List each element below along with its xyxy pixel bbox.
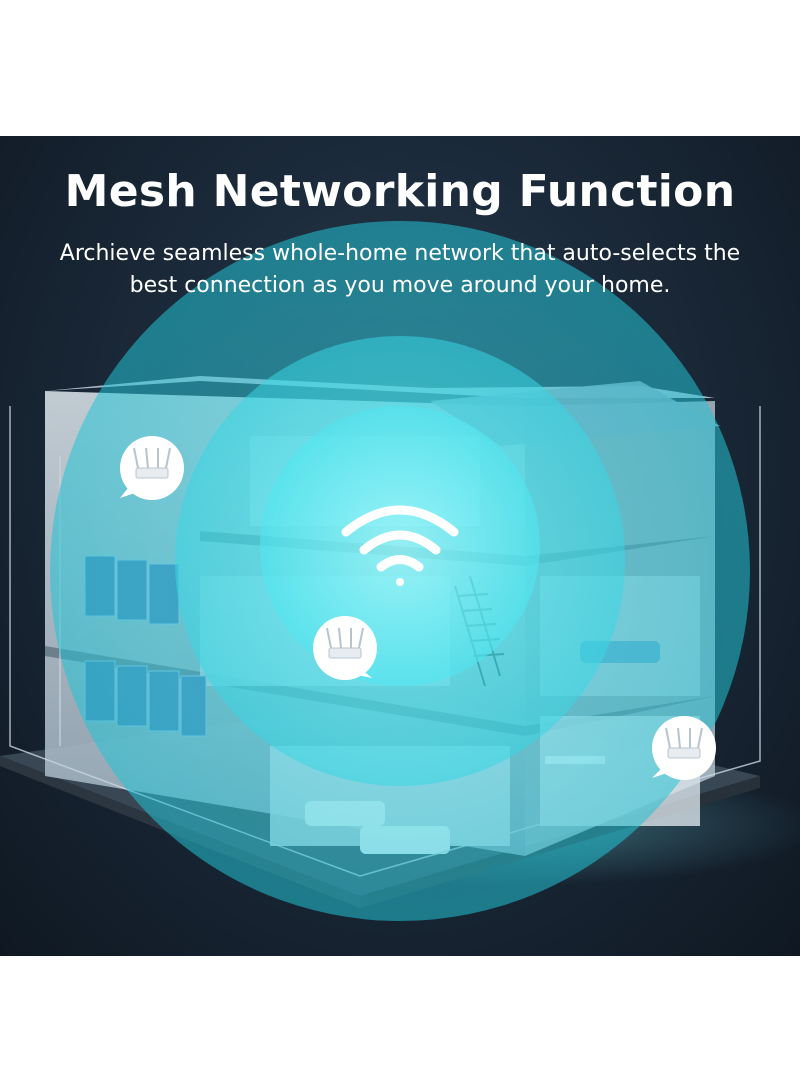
house-illustration	[0, 221, 800, 921]
router-icon	[652, 716, 716, 780]
banner-subtitle: Archieve seamless whole-home network tha…	[59, 241, 741, 298]
router-icon	[313, 616, 377, 680]
banner-title: Mesh Networking Function	[64, 166, 736, 217]
wifi-icon	[341, 505, 459, 586]
mesh-banner: Mesh Networking Function Archieve seamle…	[0, 136, 800, 956]
signal-range-inner	[260, 406, 540, 686]
router-icon	[120, 436, 184, 500]
